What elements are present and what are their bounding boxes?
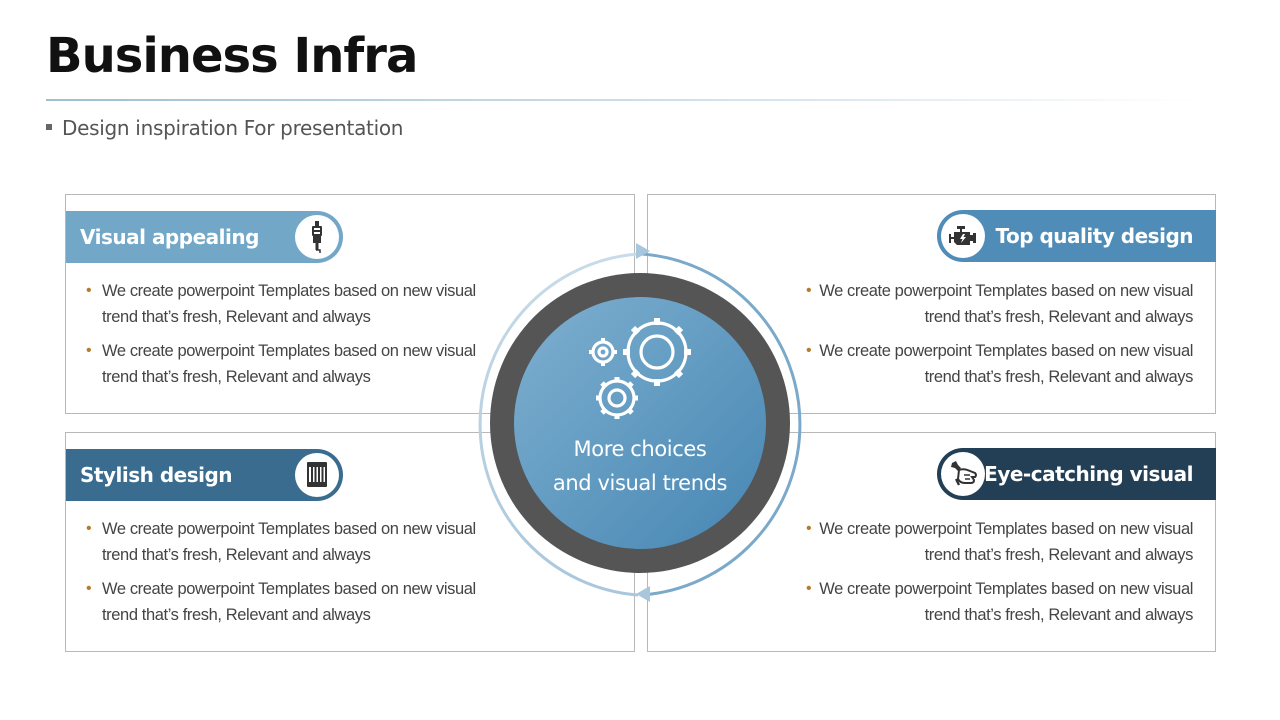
list-item: •We create powerpoint Templates based on… bbox=[806, 576, 1193, 628]
gears-icon bbox=[589, 318, 691, 419]
center-cycle-graphic bbox=[478, 243, 802, 602]
engine-icon bbox=[949, 226, 976, 245]
bullet-icon: • bbox=[86, 580, 92, 597]
header-top-quality-design-label: Top quality design bbox=[995, 224, 1193, 248]
arrow-bottom-icon bbox=[636, 586, 650, 602]
bullet-list-eye-catching-visual: •We create powerpoint Templates based on… bbox=[806, 516, 1193, 636]
header-visual-appealing-label: Visual appealing bbox=[80, 225, 259, 249]
header-stylish-design: Stylish design bbox=[66, 449, 343, 501]
header-eye-catching-visual-label: Eye-catching visual bbox=[984, 462, 1193, 486]
list-item: •We create powerpoint Templates based on… bbox=[806, 338, 1193, 390]
arrow-top-icon bbox=[636, 243, 650, 259]
list-item: •We create powerpoint Templates based on… bbox=[86, 576, 486, 628]
bullet-icon: • bbox=[806, 580, 812, 597]
center-caption: More choices and visual trends bbox=[530, 432, 750, 500]
header-stylish-design-label: Stylish design bbox=[80, 463, 233, 487]
bullet-list-visual-appealing: •We create powerpoint Templates based on… bbox=[86, 278, 486, 398]
wrench-hand-icon bbox=[951, 461, 977, 486]
bullet-icon: • bbox=[806, 342, 812, 359]
bullet-icon: • bbox=[806, 282, 812, 299]
list-item: •We create powerpoint Templates based on… bbox=[86, 338, 486, 390]
subtitle-text: Design inspiration For presentation bbox=[62, 116, 404, 140]
center-caption-line1: More choices bbox=[573, 437, 707, 461]
subtitle: Design inspiration For presentation bbox=[46, 116, 403, 140]
list-item: •We create powerpoint Templates based on… bbox=[86, 278, 486, 330]
bullet-icon: • bbox=[86, 342, 92, 359]
spark-plug-icon bbox=[312, 221, 322, 253]
square-bullet-icon bbox=[46, 123, 52, 130]
inner-circle bbox=[514, 297, 766, 549]
list-item: •We create powerpoint Templates based on… bbox=[86, 516, 486, 568]
page-title: Business Infra bbox=[46, 28, 418, 84]
bullet-list-stylish-design: •We create powerpoint Templates based on… bbox=[86, 516, 486, 636]
bullet-list-top-quality-design: •We create powerpoint Templates based on… bbox=[806, 278, 1193, 398]
bullet-icon: • bbox=[86, 520, 92, 537]
title-divider bbox=[46, 99, 1196, 101]
header-top-quality-design: Top quality design bbox=[937, 210, 1216, 262]
list-item: •We create powerpoint Templates based on… bbox=[806, 516, 1193, 568]
list-item: •We create powerpoint Templates based on… bbox=[806, 278, 1193, 330]
center-caption-line2: and visual trends bbox=[552, 471, 728, 495]
bullet-icon: • bbox=[806, 520, 812, 537]
air-filter-icon bbox=[307, 462, 327, 487]
header-visual-appealing: Visual appealing bbox=[66, 211, 343, 263]
header-eye-catching-visual: Eye-catching visual bbox=[937, 448, 1216, 500]
cycle-arc-left bbox=[478, 252, 639, 597]
bullet-icon: • bbox=[86, 282, 92, 299]
cycle-arc-right bbox=[641, 252, 802, 597]
